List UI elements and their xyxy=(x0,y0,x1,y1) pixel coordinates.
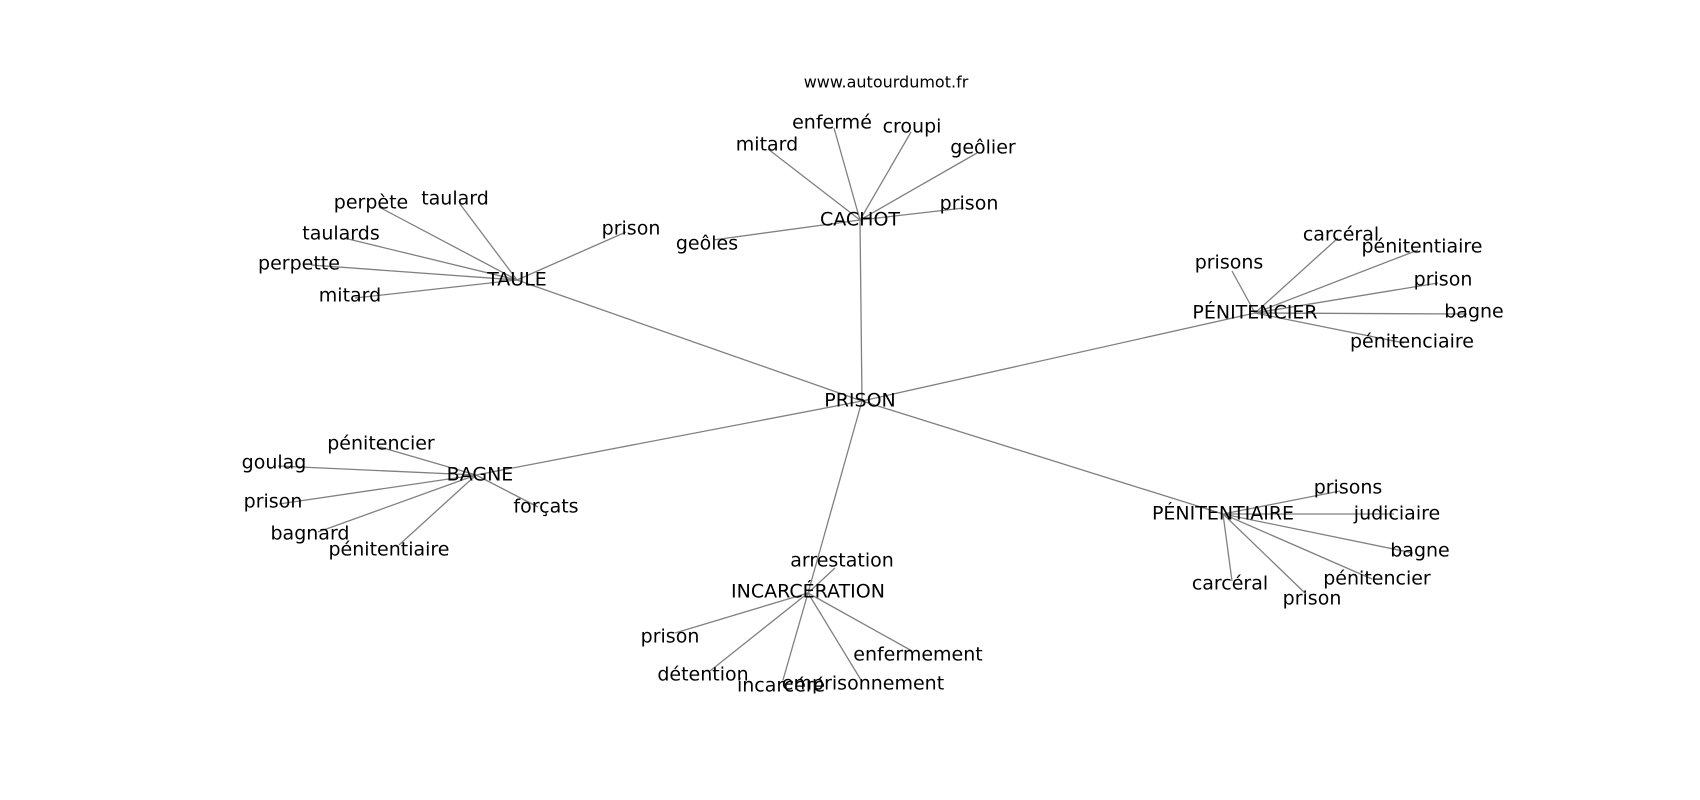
hub-word[interactable]: INCARCÉRATION xyxy=(731,580,885,603)
root-hub-edge xyxy=(475,400,863,476)
hub-word-edge xyxy=(782,592,809,681)
leaf-word[interactable]: pénitencier xyxy=(1323,568,1431,590)
leaf-word[interactable]: prison xyxy=(940,193,999,215)
hub-word[interactable]: CACHOT xyxy=(820,209,900,231)
hub-word-edge xyxy=(277,465,477,476)
leaf-word[interactable]: enfermement xyxy=(853,644,982,666)
hub-word-edge xyxy=(1222,513,1414,554)
hub-word-edge xyxy=(475,474,539,508)
hub-word[interactable]: BAGNE xyxy=(447,464,514,486)
leaf-word[interactable]: prison xyxy=(602,218,661,240)
leaf-word[interactable]: bagnard xyxy=(271,523,350,545)
hub-word-edge xyxy=(674,592,809,634)
graph-labels: perpète taulard taulards perpette mitard pris… xyxy=(242,112,1504,697)
hub-word-edge xyxy=(1222,513,1307,595)
hub-word-edge xyxy=(807,567,836,594)
hub-word-edge xyxy=(1254,282,1439,314)
leaf-word[interactable]: taulards xyxy=(302,223,380,245)
hub-word[interactable]: TAULE xyxy=(486,269,547,291)
leaf-word[interactable]: pénitenciaire xyxy=(1350,331,1474,353)
root-hub-edge xyxy=(859,219,863,402)
leaf-word[interactable]: perpette xyxy=(258,253,340,275)
leaf-word[interactable]: pénitentiaire xyxy=(1362,236,1483,258)
hub-word-edge xyxy=(317,474,477,533)
root-word[interactable]: PRISON xyxy=(824,390,896,412)
leaf-word[interactable]: bagne xyxy=(1444,301,1504,323)
leaf-word[interactable]: emprisonnement xyxy=(782,673,944,695)
hub-word-edge xyxy=(1254,249,1419,314)
leaf-word[interactable]: carcéral xyxy=(1192,573,1268,595)
hub-word-edge xyxy=(859,207,965,221)
hub-word-edge xyxy=(1254,312,1405,344)
leaf-word[interactable]: goulag xyxy=(242,452,307,474)
leaf-word[interactable]: taulard xyxy=(421,188,489,210)
leaf-word[interactable]: prison xyxy=(244,491,303,513)
hub-word-edge xyxy=(807,592,862,681)
leaf-word[interactable]: mitard xyxy=(736,134,798,156)
leaf-word[interactable]: judiciaire xyxy=(1353,503,1440,525)
hub-word[interactable]: PÉNITENCIER xyxy=(1192,301,1317,324)
leaf-word[interactable]: arrestation xyxy=(790,550,894,572)
hub-word-edge xyxy=(1254,237,1339,314)
hub-word-edge xyxy=(1222,513,1233,582)
root-hub-edge xyxy=(516,279,863,402)
root-hub-edge xyxy=(861,312,1256,402)
leaf-word[interactable]: prison xyxy=(641,626,700,648)
leaf-word[interactable]: croupi xyxy=(883,116,942,138)
hub-word-edge xyxy=(767,148,861,221)
root-hub-edge xyxy=(807,400,863,594)
hub-word-edge xyxy=(343,237,518,281)
hub-word-edge xyxy=(833,127,861,221)
hub-word[interactable]: PÉNITENTIAIRE xyxy=(1152,502,1294,525)
hub-word-edge xyxy=(354,279,518,299)
hub-word-edge xyxy=(807,592,913,652)
leaf-word[interactable]: prison xyxy=(1414,269,1473,291)
leaf-word[interactable]: carcéral xyxy=(1303,224,1379,246)
leaf-word[interactable]: incarcéré xyxy=(737,675,825,697)
leaf-word[interactable]: mitard xyxy=(319,285,381,307)
leaf-word[interactable]: prisons xyxy=(1195,252,1264,274)
leaf-word[interactable]: geôlier xyxy=(950,137,1016,159)
hub-word-edge xyxy=(398,474,477,546)
hub-word-edge xyxy=(1222,490,1341,515)
hub-word-edge xyxy=(379,446,477,476)
hub-word-edge xyxy=(378,206,518,281)
hub-word-edge xyxy=(859,131,912,221)
leaf-word[interactable]: perpète xyxy=(334,192,408,214)
hub-word-edge xyxy=(516,231,627,281)
leaf-word[interactable]: pénitentiaire xyxy=(329,539,450,561)
leaf-word[interactable]: enfermé xyxy=(792,112,872,134)
leaf-word[interactable]: forçats xyxy=(513,496,578,518)
leaf-word[interactable]: prisons xyxy=(1314,477,1383,499)
hub-word-edge xyxy=(712,219,861,241)
hub-word-edge xyxy=(459,203,518,281)
graph-edges xyxy=(277,127,1468,681)
hub-word-edge xyxy=(310,264,518,281)
leaf-word[interactable]: geôles xyxy=(676,233,738,255)
site-url[interactable]: www.autourdumot.fr xyxy=(804,73,969,92)
leaf-word[interactable]: prison xyxy=(1283,588,1342,610)
root-hub-edge xyxy=(861,400,1224,515)
leaf-word[interactable]: bagne xyxy=(1390,540,1450,562)
leaf-word[interactable]: détention xyxy=(657,664,748,686)
hub-word-edge xyxy=(1231,270,1256,314)
hub-word-edge xyxy=(1254,312,1468,315)
hub-word-edge xyxy=(859,152,978,221)
hub-word-edge xyxy=(709,592,809,672)
hub-word-edge xyxy=(278,474,477,505)
hub-word-edge xyxy=(1222,513,1373,580)
leaf-word[interactable]: pénitencier xyxy=(327,433,435,455)
